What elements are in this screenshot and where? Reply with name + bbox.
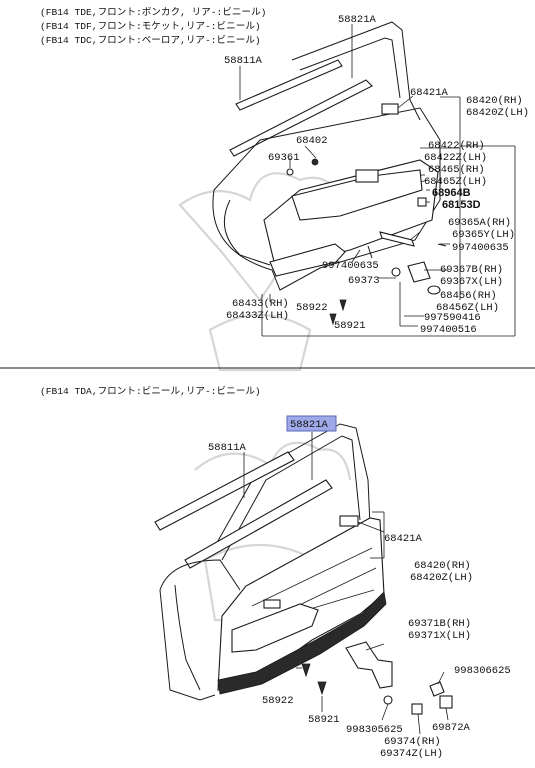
lower-cap-69872A — [439, 695, 453, 709]
upper-part-69361 — [286, 168, 294, 176]
upper-label-69367X: 69367X(LH) — [440, 276, 503, 288]
upper-label-68465Z: 68465Z(LH) — [424, 176, 487, 188]
lower-door-frame — [209, 423, 371, 561]
upper-handle-69365A — [379, 231, 415, 247]
lower-label-69371X: 69371X(LH) — [408, 630, 471, 642]
upper-label-997590416: 997590416 — [424, 312, 481, 324]
lower-clip-58922 — [301, 663, 311, 678]
upper-label-68422: 68422(RH) — [428, 140, 485, 152]
upper-label-58922: 58922 — [296, 302, 328, 314]
upper-label-69367B: 69367B(RH) — [440, 264, 503, 276]
upper-label-68153D: 68153D — [442, 199, 481, 211]
upper-label-68433: 68433(RH) — [232, 298, 289, 310]
lower-header: (FB14 TDA,フロント:ビニール,リア-:ビニール) — [40, 386, 261, 397]
lower-clip-68421A — [339, 515, 359, 527]
upper-label-68420Z: 68420Z(LH) — [466, 107, 529, 119]
upper-clip-58921 — [329, 313, 337, 326]
upper-label-68456Z: 68456Z(LH) — [436, 302, 499, 314]
upper-label-68421A: 68421A — [410, 87, 449, 99]
lower-label-68420: 68420(RH) — [414, 560, 471, 572]
upper-label-68420: 68420(RH) — [466, 95, 523, 107]
upper-clip-68421A — [381, 103, 399, 115]
upper-label-997400635-a: 997400635 — [322, 260, 379, 272]
upper-label-58821A: 58821A — [338, 14, 377, 26]
upper-label-69365Y: 69365Y(LH) — [452, 229, 515, 241]
lower-clip-58921 — [317, 681, 327, 696]
lower-screw-998306625 — [429, 681, 445, 697]
upper-label-68964B: 68964B — [432, 187, 471, 199]
lower-label-998306625: 998306625 — [454, 665, 511, 677]
lower-section: (FB14 TDA,フロント:ビニール,リア-:ビニール) — [40, 386, 511, 760]
upper-section: (FB14 TDE,フロント:ボンカク, リア-:ビニール) (FB14 TDF… — [40, 7, 529, 337]
upper-label-68465: 68465(RH) — [428, 164, 485, 176]
upper-pull-handle-68964B — [355, 169, 379, 183]
upper-label-68422Z: 68422Z(LH) — [424, 152, 487, 164]
upper-outer-moulding-58811A — [235, 59, 343, 111]
lower-label-998305625: 998305625 — [346, 724, 403, 736]
upper-label-58811A: 58811A — [224, 55, 263, 67]
upper-screws — [367, 243, 447, 259]
upper-label-69365A: 69365A(RH) — [448, 217, 511, 229]
upper-header-line-1: (FB14 TDE,フロント:ボンカク, リア-:ビニール) — [40, 7, 266, 18]
lower-cap-69374 — [411, 703, 423, 715]
upper-inner-belt-58821A — [229, 79, 373, 157]
lower-door-edge — [174, 584, 201, 691]
lower-label-58921: 58921 — [308, 714, 340, 726]
upper-label-68456: 68456(RH) — [440, 290, 497, 302]
upper-label-69361: 69361 — [268, 152, 300, 164]
lower-screw-998305625 — [383, 695, 393, 705]
lower-door-inner-panel — [159, 559, 241, 701]
lower-label-58811A: 58811A — [208, 442, 247, 454]
upper-handle-69367B — [407, 261, 431, 283]
lower-inner-belt-58821A — [184, 479, 333, 569]
upper-label-997400635-b: 997400635 — [452, 242, 509, 254]
lower-label-58922: 58922 — [262, 695, 294, 707]
lower-label-69371B: 69371B(RH) — [408, 618, 471, 630]
upper-part-68402 — [311, 158, 319, 166]
upper-part-69373 — [391, 267, 401, 277]
lower-label-68421A: 68421A — [384, 533, 423, 545]
lower-label-58821A: 58821A — [290, 419, 329, 431]
upper-label-68402: 68402 — [296, 135, 328, 147]
upper-label-58921: 58921 — [334, 320, 366, 332]
lower-label-69374: 69374(RH) — [384, 736, 441, 748]
upper-header-line-2: (FB14 TDF,フロント:モケット,リア-:ビニール) — [40, 21, 261, 32]
lower-armrest-bracket-69371B — [345, 641, 393, 689]
upper-label-997400516: 997400516 — [420, 324, 477, 336]
lower-label-69872A: 69872A — [432, 722, 471, 734]
upper-door-inner-panel — [212, 107, 441, 291]
highlight-58821A — [286, 415, 337, 432]
lower-switch — [263, 599, 281, 609]
upper-header-line-3: (FB14 TDC,フロント:ベーロア,リア-:ビニール) — [40, 35, 261, 46]
upper-label-69373: 69373 — [348, 275, 380, 287]
lower-trim-carpet — [217, 591, 387, 695]
upper-part-68153D — [417, 197, 427, 207]
upper-leader-lines — [239, 24, 516, 337]
upper-door-pocket-68433 — [269, 243, 346, 277]
lower-armrest — [231, 603, 319, 653]
upper-label-68433Z: 68433Z(LH) — [226, 310, 289, 322]
upper-escutcheon-68456 — [427, 285, 441, 295]
lower-label-69374Z: 69374Z(LH) — [380, 748, 443, 760]
lower-label-68420Z: 68420Z(LH) — [410, 572, 473, 584]
upper-clip-58922 — [339, 299, 347, 312]
lower-leader-lines — [243, 432, 449, 735]
